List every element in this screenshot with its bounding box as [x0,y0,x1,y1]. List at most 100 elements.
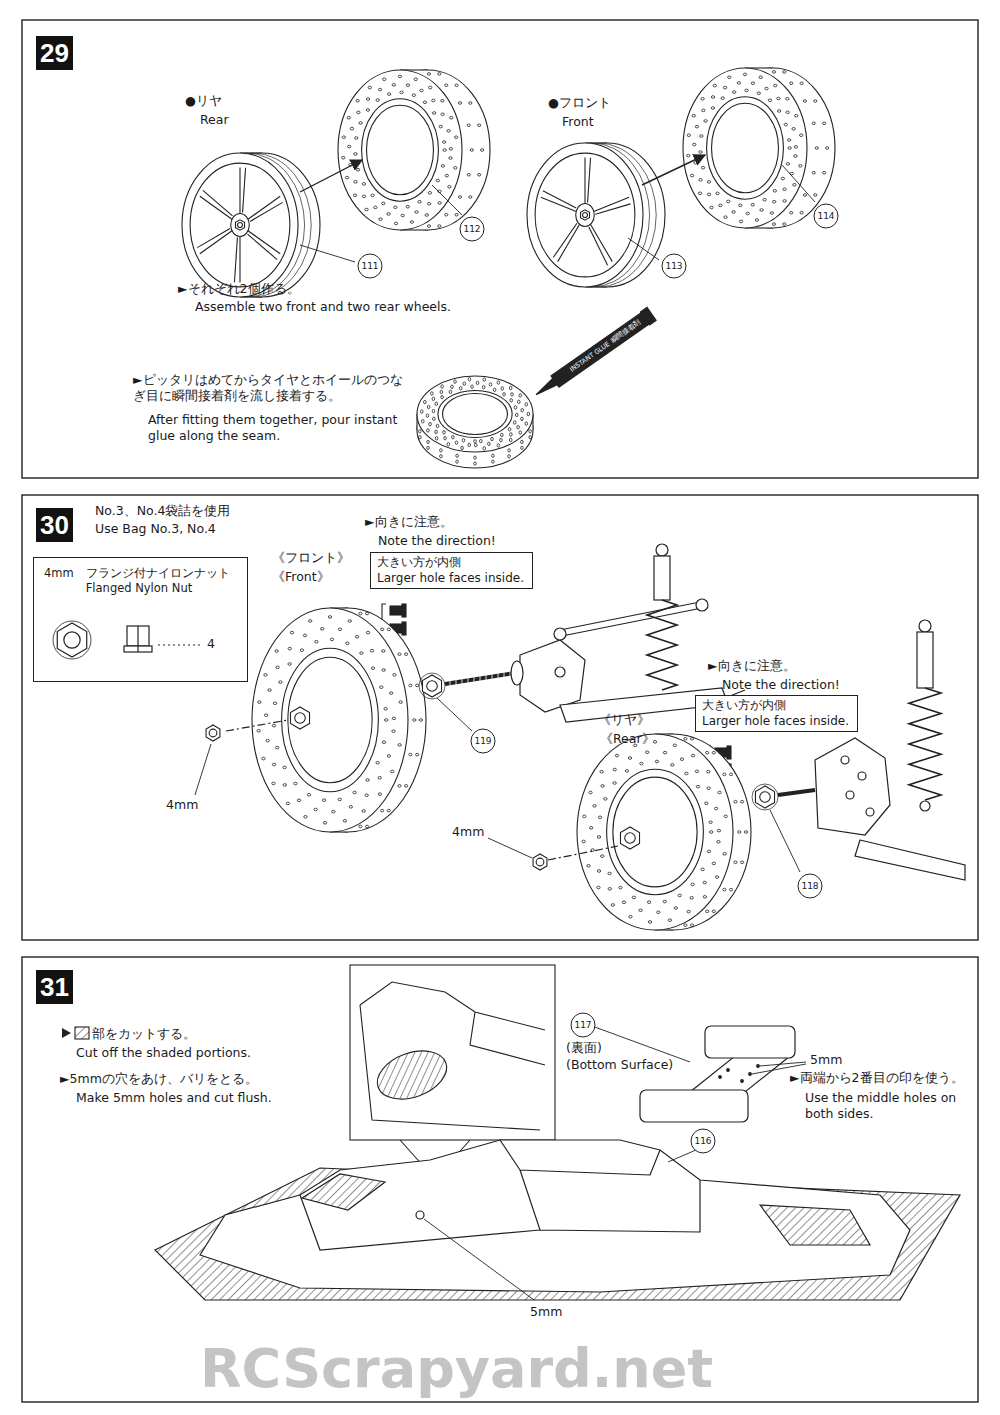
rear-suspension [548,620,965,880]
tire [398,785,401,788]
tire [448,186,451,189]
tire [786,163,789,166]
box-text: Larger hole faces inside. [702,714,851,730]
tire [719,204,722,207]
tire [387,755,390,758]
label-holder: 4mm [166,797,198,813]
tire [812,122,815,125]
wheel [595,204,630,214]
tire [384,719,387,722]
label-holder: INSTANT GLUE [569,341,611,373]
caution-note: ►向きに注意。 [365,514,453,530]
flanged-nut [752,784,778,810]
assembly-arrow [300,155,705,192]
glue-bottle [551,313,649,388]
tire [428,192,431,195]
tire [525,422,528,425]
tire [515,413,518,416]
front-suspension [445,673,515,684]
callout-number: 114 [817,212,834,221]
tire [435,437,438,440]
tire [445,213,448,216]
rear-suspension [846,791,854,799]
tire [794,146,797,149]
tire [640,762,643,765]
rear-suspension [920,801,930,811]
tire [398,744,401,747]
tire [489,383,492,386]
tire [441,165,444,168]
tire [663,751,666,754]
dimension: 5mm [530,1304,562,1320]
tire [380,686,383,689]
callout-number: 116 [690,1128,716,1154]
label-holder: ►向きに注意。 [708,658,796,674]
glue-bottle [640,307,656,325]
tire [273,702,276,705]
tire [432,409,435,412]
tire [456,460,459,463]
tire [713,84,716,87]
wheel [235,220,244,230]
tire [657,911,660,914]
wheel [250,202,283,221]
tire [510,399,513,402]
tire [388,93,391,96]
callout-circle [798,874,822,898]
body-shell [300,1140,700,1250]
tire [727,200,730,203]
tire [826,147,829,150]
wheel [589,227,608,265]
tire [454,380,457,383]
tire [348,620,351,623]
tire [710,206,713,209]
tire [382,202,385,205]
tire [784,123,787,126]
tire [297,799,300,802]
tire [517,400,520,403]
tire [619,886,622,889]
tire [597,836,600,839]
tire [314,808,317,811]
flanged-nut [752,784,778,810]
callout-number: 113 [665,262,682,271]
tire [356,99,359,102]
tire [503,393,506,396]
tire [717,840,720,843]
callout-number: 29 [40,40,69,66]
wheel-hub [625,833,636,844]
tire [383,78,386,81]
box-text: 4mm [44,566,74,581]
tire [711,96,714,99]
leader-line [437,698,472,731]
tire [793,184,796,187]
tire [680,758,683,761]
tire [438,202,441,205]
tire [696,785,699,788]
flanged-nut [536,858,544,866]
front-suspension [462,675,463,685]
label-holder: (Bottom Surface) [566,1057,673,1073]
tire [615,754,618,757]
label-holder: ►5mmの穴をあけ、バリをとる。 [60,1071,258,1087]
tire [354,153,357,156]
detail-inset [350,965,555,1140]
tire [695,125,698,128]
tire [712,751,715,754]
tire [694,161,697,164]
tire [415,211,418,214]
tire [702,109,705,112]
tire [382,669,385,672]
tire [272,782,275,785]
wheel [239,237,240,283]
callout-circle [571,1013,595,1037]
tire [409,684,412,687]
label-holder: 5mm [530,1304,562,1320]
label-holder: 《フロント》 [272,550,350,566]
tire [467,173,470,176]
tire [800,211,803,214]
tire [307,793,310,796]
tire [443,141,446,144]
tire [723,86,726,89]
front-suspension [510,668,511,678]
